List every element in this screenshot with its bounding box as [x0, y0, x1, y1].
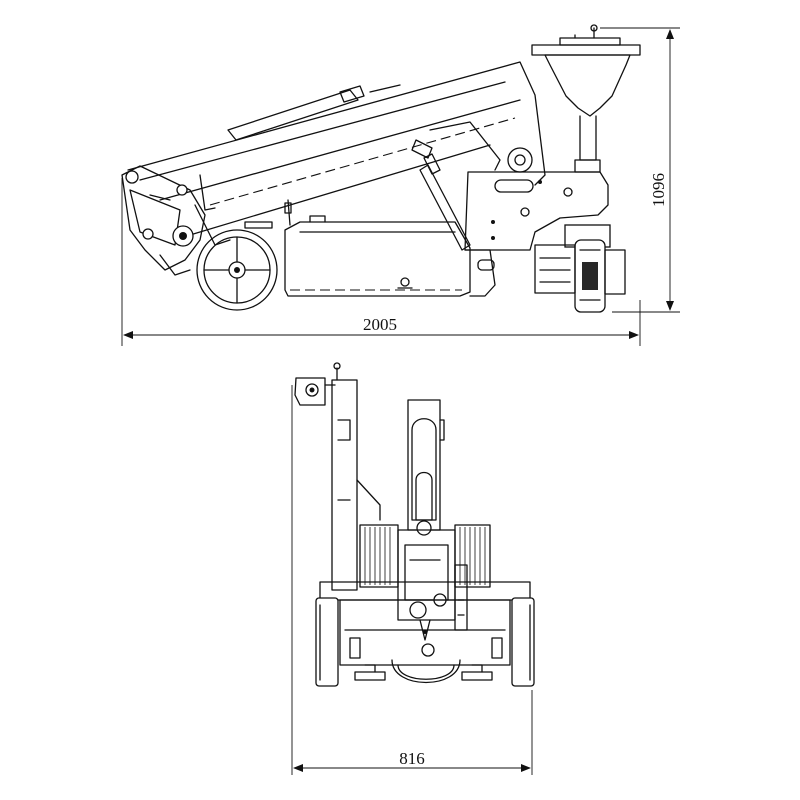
front-view: 816	[291, 362, 535, 775]
length-dimension: 2005	[121, 178, 641, 346]
outrigger-feet	[354, 664, 493, 681]
width-dimension: 816	[291, 385, 533, 775]
height-dimension-label: 1096	[649, 173, 668, 207]
boom-arm	[127, 61, 546, 236]
lift-cylinder	[419, 153, 471, 251]
gripper-head	[121, 165, 292, 276]
hopper-unit	[531, 24, 641, 173]
rear-wheel	[534, 224, 626, 313]
center-mechanism	[397, 529, 468, 641]
length-dimension-label: 2005	[363, 315, 397, 334]
width-dimension-label: 816	[399, 749, 425, 768]
outer-wheels	[315, 597, 535, 687]
center-wheel	[391, 659, 461, 684]
side-view: 1096 2005	[121, 24, 680, 346]
mast	[294, 362, 381, 591]
chassis	[284, 215, 471, 297]
base-platform	[319, 581, 531, 666]
turret-block	[464, 147, 609, 297]
height-dimension: 1096	[600, 27, 680, 313]
boom-column	[407, 399, 445, 536]
front-wheel	[196, 229, 278, 311]
